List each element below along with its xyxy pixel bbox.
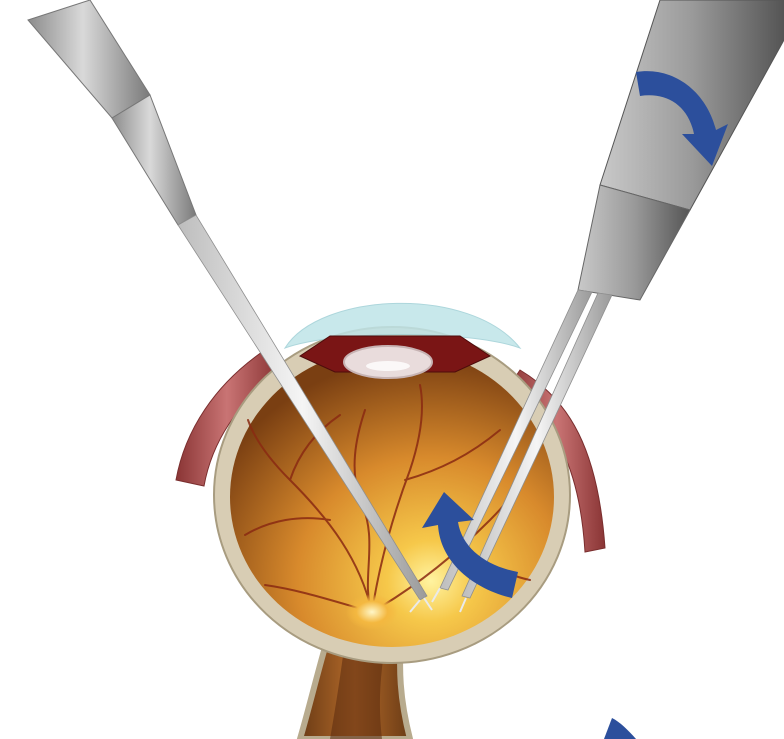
lens-highlight	[366, 361, 410, 371]
left-instrument-handle	[28, 0, 150, 118]
rotation-arrow-icon	[604, 718, 636, 739]
optic-disc	[346, 594, 398, 630]
left-instrument-collar	[112, 95, 196, 225]
